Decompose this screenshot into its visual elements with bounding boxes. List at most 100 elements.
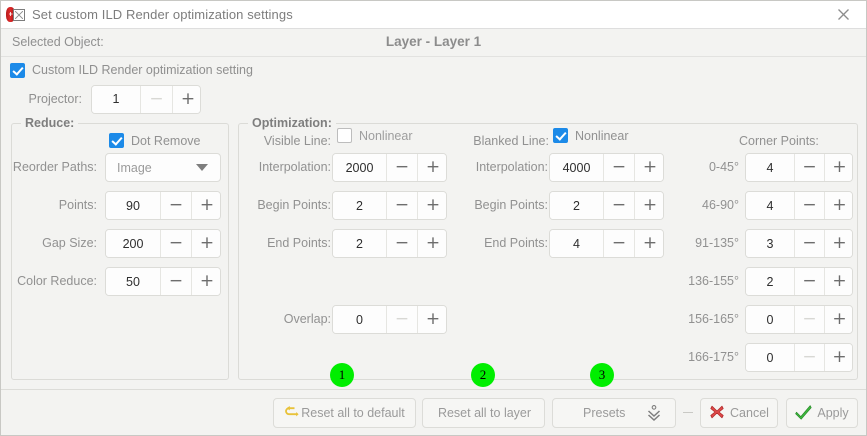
corner-point-3-minus-button[interactable]: − bbox=[794, 268, 824, 295]
blanked-field-1-value[interactable]: 2 bbox=[550, 192, 603, 219]
corner-point-2-value[interactable]: 3 bbox=[746, 230, 794, 257]
visible-field-1-value[interactable]: 2 bbox=[333, 192, 386, 219]
reset-all-to-layer-button[interactable]: Reset all to layer bbox=[422, 398, 545, 428]
visible-field-1-spinner[interactable]: 2−+ bbox=[332, 191, 447, 220]
projector-spinner[interactable]: 1 − + bbox=[91, 84, 201, 114]
close-icon[interactable] bbox=[820, 1, 866, 27]
visible-line-nonlinear-row[interactable]: Nonlinear bbox=[337, 128, 413, 143]
corner-point-2-plus-button[interactable]: + bbox=[824, 230, 852, 257]
corner-point-4-value[interactable]: 0 bbox=[746, 306, 794, 333]
blanked-field-0-value[interactable]: 4000 bbox=[550, 154, 603, 181]
apply-button[interactable]: Apply bbox=[786, 398, 858, 428]
custom-setting-row[interactable]: Custom ILD Render optimization setting bbox=[1, 57, 866, 83]
dot-remove-checkbox[interactable] bbox=[109, 133, 124, 148]
visible-field-0-plus-button[interactable]: + bbox=[417, 154, 446, 181]
reduce-field-0-plus-button[interactable]: + bbox=[191, 192, 220, 219]
reorder-paths-select[interactable]: Image bbox=[105, 153, 221, 182]
blanked-field-2-minus-button[interactable]: − bbox=[603, 230, 634, 257]
visible-field-2-value[interactable]: 2 bbox=[333, 230, 386, 257]
visible-field-1-minus-button[interactable]: − bbox=[386, 192, 417, 219]
double-chevron-down-icon[interactable] bbox=[647, 405, 661, 426]
projector-value[interactable]: 1 bbox=[92, 85, 140, 113]
reduce-field-2-value[interactable]: 50 bbox=[106, 268, 160, 295]
blanked-line-nonlinear-checkbox[interactable] bbox=[553, 128, 568, 143]
visible-field-2-spinner[interactable]: 2−+ bbox=[332, 229, 447, 258]
laser-projector-icon bbox=[6, 6, 28, 24]
overlap-field-minus-button[interactable]: − bbox=[386, 306, 417, 333]
marker-2: 2 bbox=[471, 363, 495, 387]
corner-point-0-minus-button[interactable]: − bbox=[794, 154, 824, 181]
corner-point-1-value[interactable]: 4 bbox=[746, 192, 794, 219]
corner-point-4-spinner[interactable]: 0−+ bbox=[745, 305, 853, 334]
blanked-field-1-plus-button[interactable]: + bbox=[634, 192, 663, 219]
corner-point-2-minus-button[interactable]: − bbox=[794, 230, 824, 257]
blanked-field-2-value[interactable]: 4 bbox=[550, 230, 603, 257]
corner-point-3-spinner[interactable]: 2−+ bbox=[745, 267, 853, 296]
corner-point-0-spinner[interactable]: 4−+ bbox=[745, 153, 853, 182]
visible-field-2-plus-button[interactable]: + bbox=[417, 230, 446, 257]
corner-point-5-plus-button[interactable]: + bbox=[824, 344, 852, 371]
overlap-field-value[interactable]: 0 bbox=[333, 306, 386, 333]
apply-label: Apply bbox=[817, 406, 849, 420]
visible-field-2-minus-button[interactable]: − bbox=[386, 230, 417, 257]
selected-object-bar: Selected Object: Layer - Layer 1 bbox=[1, 29, 866, 57]
reorder-paths-label: Reorder Paths: bbox=[12, 160, 97, 174]
reduce-field-1-plus-button[interactable]: + bbox=[191, 230, 220, 257]
marker-1-text: 1 bbox=[338, 367, 346, 382]
reduce-group: Reduce: bbox=[11, 116, 229, 380]
blanked-field-0-minus-button[interactable]: − bbox=[603, 154, 634, 181]
corner-point-3-label: 136-155° bbox=[688, 274, 739, 288]
reduce-field-0-minus-button[interactable]: − bbox=[160, 192, 191, 219]
corner-point-5-minus-button[interactable]: − bbox=[794, 344, 824, 371]
reduce-field-2-minus-button[interactable]: − bbox=[160, 268, 191, 295]
corner-point-5-value[interactable]: 0 bbox=[746, 344, 794, 371]
reduce-field-0-value[interactable]: 90 bbox=[106, 192, 160, 219]
blanked-line-nonlinear-row[interactable]: Nonlinear bbox=[553, 128, 629, 143]
reduce-field-1-minus-button[interactable]: − bbox=[160, 230, 191, 257]
visible-field-0-value[interactable]: 2000 bbox=[333, 154, 386, 181]
reduce-field-1-value[interactable]: 200 bbox=[106, 230, 160, 257]
corner-point-2-spinner[interactable]: 3−+ bbox=[745, 229, 853, 258]
corner-point-1-spinner[interactable]: 4−+ bbox=[745, 191, 853, 220]
overlap-field-label: Overlap: bbox=[283, 312, 331, 326]
cancel-x-icon bbox=[709, 404, 725, 423]
presets-button[interactable]: Presets bbox=[552, 398, 676, 428]
dot-remove-row[interactable]: Dot Remove bbox=[109, 133, 200, 148]
reset-all-to-default-button[interactable]: Reset all to default bbox=[273, 398, 416, 428]
overlap-field-spinner[interactable]: 0−+ bbox=[332, 305, 447, 334]
blanked-field-2-spinner[interactable]: 4−+ bbox=[549, 229, 664, 258]
corner-point-3-value[interactable]: 2 bbox=[746, 268, 794, 295]
corner-point-1-label: 46-90° bbox=[702, 198, 739, 212]
projector-label: Projector: bbox=[28, 92, 83, 106]
blanked-field-0-plus-button[interactable]: + bbox=[634, 154, 663, 181]
corner-point-0-value[interactable]: 4 bbox=[746, 154, 794, 181]
corner-point-4-plus-button[interactable]: + bbox=[824, 306, 852, 333]
overlap-field-plus-button[interactable]: + bbox=[417, 306, 446, 333]
title-bar: Set custom ILD Render optimization setti… bbox=[1, 1, 866, 29]
reduce-field-2-plus-button[interactable]: + bbox=[191, 268, 220, 295]
corner-point-0-plus-button[interactable]: + bbox=[824, 154, 852, 181]
corner-point-1-minus-button[interactable]: − bbox=[794, 192, 824, 219]
visible-field-0-spinner[interactable]: 2000−+ bbox=[332, 153, 447, 182]
corner-point-3-plus-button[interactable]: + bbox=[824, 268, 852, 295]
blanked-field-1-minus-button[interactable]: − bbox=[603, 192, 634, 219]
projector-minus-button[interactable]: − bbox=[140, 85, 172, 113]
visible-line-nonlinear-checkbox[interactable] bbox=[337, 128, 352, 143]
corner-point-5-spinner[interactable]: 0−+ bbox=[745, 343, 853, 372]
projector-plus-button[interactable]: + bbox=[172, 85, 200, 113]
visible-field-1-plus-button[interactable]: + bbox=[417, 192, 446, 219]
dot-remove-label: Dot Remove bbox=[131, 133, 201, 148]
corner-point-1-plus-button[interactable]: + bbox=[824, 192, 852, 219]
visible-field-0-minus-button[interactable]: − bbox=[386, 154, 417, 181]
settings-body: Reduce: Dot Remove Reorder Paths: Image … bbox=[1, 115, 866, 389]
visible-field-1-label: Begin Points: bbox=[257, 198, 331, 212]
reduce-field-1-spinner[interactable]: 200−+ bbox=[105, 229, 221, 258]
blanked-field-1-spinner[interactable]: 2−+ bbox=[549, 191, 664, 220]
custom-setting-checkbox[interactable] bbox=[10, 62, 25, 78]
blanked-field-2-plus-button[interactable]: + bbox=[634, 230, 663, 257]
reduce-field-0-spinner[interactable]: 90−+ bbox=[105, 191, 221, 220]
reduce-field-2-spinner[interactable]: 50−+ bbox=[105, 267, 221, 296]
cancel-button[interactable]: Cancel bbox=[700, 398, 778, 428]
corner-point-4-minus-button[interactable]: − bbox=[794, 306, 824, 333]
blanked-field-0-spinner[interactable]: 4000−+ bbox=[549, 153, 664, 182]
